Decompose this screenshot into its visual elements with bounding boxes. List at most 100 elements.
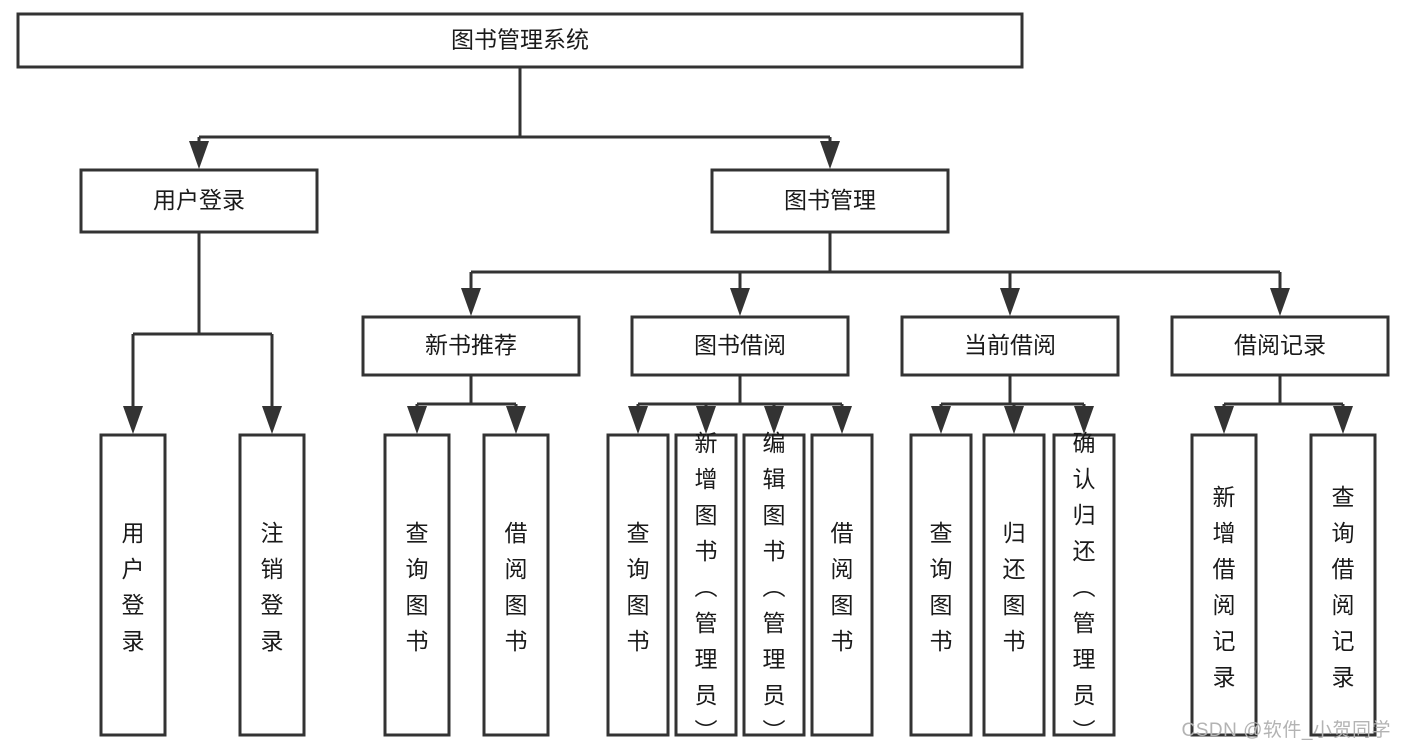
node-box-leaf-borrow-book-1[interactable] — [482, 433, 550, 737]
node-label-char: 管 — [763, 610, 786, 636]
node-box-leaf-query-record[interactable] — [1309, 433, 1377, 737]
node-current-borrow[interactable]: 当前借阅 — [900, 315, 1120, 377]
arrow-head-icon — [461, 288, 481, 316]
node-leaf-add-book[interactable]: 新增图书︵管理员︶ — [674, 430, 738, 744]
node-leaf-add-record[interactable]: 新增借阅记录 — [1190, 433, 1258, 737]
node-leaf-borrow-book-1[interactable]: 借阅图书 — [482, 433, 550, 737]
node-label-char: ︵ — [695, 574, 718, 600]
node-label-char: 编 — [763, 430, 786, 456]
node-label-char: 户 — [122, 556, 145, 582]
node-label-char: 新 — [1213, 484, 1236, 510]
arrow-head-icon — [1004, 406, 1024, 434]
node-label-char: 用 — [122, 520, 145, 546]
arrow-head-icon — [1270, 288, 1290, 316]
node-leaf-query-record[interactable]: 查询借阅记录 — [1309, 433, 1377, 737]
node-label-char: 确 — [1073, 430, 1096, 456]
node-leaf-borrow-book-2[interactable]: 借阅图书 — [810, 433, 874, 737]
node-label-char: 员 — [1073, 682, 1096, 708]
node-label-char: 询 — [406, 556, 429, 582]
node-box-leaf-query-book-1[interactable] — [383, 433, 451, 737]
connector-group-root — [189, 67, 840, 169]
node-label-char: 归 — [1073, 502, 1096, 528]
node-box-root[interactable] — [16, 12, 1024, 69]
node-label-char: 归 — [1003, 520, 1026, 546]
node-box-leaf-add-record[interactable] — [1190, 433, 1258, 737]
node-root[interactable]: 图书管理系统 — [16, 12, 1024, 69]
node-label-leaf-add-record: 新增借阅记录 — [1213, 484, 1236, 690]
node-label-char: 记 — [1332, 628, 1355, 654]
node-label-char: 书 — [930, 628, 953, 654]
node-leaf-user-login[interactable]: 用户登录 — [99, 433, 167, 737]
node-box-borrow-record[interactable] — [1170, 315, 1390, 377]
node-label-char: 图 — [695, 502, 718, 528]
node-box-leaf-edit-book[interactable] — [742, 433, 806, 737]
node-label-char: 阅 — [1332, 592, 1355, 618]
node-label-char: 书 — [505, 628, 528, 654]
node-box-leaf-query-book-3[interactable] — [909, 433, 973, 737]
connector-group-book-manage — [461, 232, 1290, 316]
node-label-char: 图 — [406, 592, 429, 618]
node-label-char: 辑 — [763, 466, 786, 492]
arrow-head-icon — [1000, 288, 1020, 316]
node-box-book-borrow[interactable] — [630, 315, 850, 377]
node-box-leaf-confirm-return[interactable] — [1052, 433, 1116, 737]
node-leaf-return-book[interactable]: 归还图书 — [982, 433, 1046, 737]
node-label-char: 书 — [627, 628, 650, 654]
node-leaf-query-book-2[interactable]: 查询图书 — [606, 433, 670, 737]
connector-group-book-borrow — [628, 375, 852, 434]
node-label-char: 理 — [1073, 646, 1096, 672]
node-box-leaf-borrow-book-2[interactable] — [810, 433, 874, 737]
node-label-char: 阅 — [1213, 592, 1236, 618]
node-book-manage[interactable]: 图书管理 — [710, 168, 950, 234]
node-leaf-query-book-1[interactable]: 查询图书 — [383, 433, 451, 737]
node-label-current-borrow: 当前借阅 — [964, 332, 1056, 358]
node-box-current-borrow[interactable] — [900, 315, 1120, 377]
node-box-book-manage[interactable] — [710, 168, 950, 234]
node-label-char: 增 — [695, 466, 718, 492]
arrow-head-icon — [1214, 406, 1234, 434]
node-label-char: 借 — [1332, 556, 1355, 582]
node-new-book-rec[interactable]: 新书推荐 — [361, 315, 581, 377]
node-box-new-book-rec[interactable] — [361, 315, 581, 377]
node-label-leaf-logout: 注销登录 — [261, 520, 284, 654]
node-label-leaf-return-book: 归还图书 — [1003, 520, 1026, 654]
node-layer: 图书管理系统用户登录图书管理新书推荐图书借阅当前借阅借阅记录用户登录注销登录查询… — [16, 12, 1390, 744]
node-borrow-record[interactable]: 借阅记录 — [1170, 315, 1390, 377]
arrow-head-icon — [262, 406, 282, 434]
connector-group-new-book-rec — [407, 375, 526, 434]
node-label-leaf-borrow-book-1: 借阅图书 — [505, 520, 528, 654]
arrow-head-icon — [407, 406, 427, 434]
node-box-leaf-return-book[interactable] — [982, 433, 1046, 737]
node-label-book-manage: 图书管理 — [784, 187, 876, 213]
node-leaf-query-book-3[interactable]: 查询图书 — [909, 433, 973, 737]
node-box-user-login[interactable] — [79, 168, 319, 234]
node-label-char: 录 — [1332, 664, 1355, 690]
arrow-head-icon — [1074, 406, 1094, 434]
node-label-leaf-confirm-return: 确认归还︵管理员︶ — [1073, 430, 1096, 744]
arrow-head-icon — [931, 406, 951, 434]
node-label-char: 书 — [695, 538, 718, 564]
node-box-leaf-query-book-2[interactable] — [606, 433, 670, 737]
node-label-char: ︶ — [695, 718, 718, 744]
node-leaf-edit-book[interactable]: 编辑图书︵管理员︶ — [742, 430, 806, 744]
node-label-char: 书 — [831, 628, 854, 654]
node-label-char: 阅 — [505, 556, 528, 582]
node-label-char: 还 — [1003, 556, 1026, 582]
node-leaf-confirm-return[interactable]: 确认归还︵管理员︶ — [1052, 430, 1116, 744]
node-box-leaf-logout[interactable] — [238, 433, 306, 737]
node-label-char: 增 — [1213, 520, 1236, 546]
node-user-login[interactable]: 用户登录 — [79, 168, 319, 234]
node-box-leaf-user-login[interactable] — [99, 433, 167, 737]
node-label-root: 图书管理系统 — [451, 27, 589, 53]
node-box-leaf-add-book[interactable] — [674, 433, 738, 737]
node-label-char: 录 — [122, 628, 145, 654]
arrow-head-icon — [730, 288, 750, 316]
node-book-borrow[interactable]: 图书借阅 — [630, 315, 850, 377]
node-label-char: 理 — [695, 646, 718, 672]
node-leaf-logout[interactable]: 注销登录 — [238, 433, 306, 737]
node-label-char: 还 — [1073, 538, 1096, 564]
node-label-leaf-query-book-1: 查询图书 — [406, 520, 429, 654]
node-label-char: 图 — [627, 592, 650, 618]
